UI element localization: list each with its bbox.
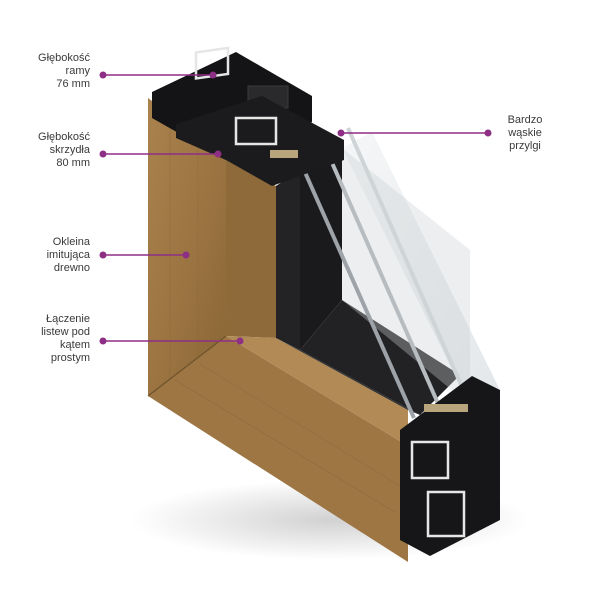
bottom-chamber-1 xyxy=(410,440,450,480)
wood-inner-reveal-horizontal xyxy=(226,336,408,446)
dot-sash-depth-start xyxy=(99,150,107,158)
dot-seals-start xyxy=(337,129,345,137)
dot-frame-depth-end xyxy=(209,71,217,79)
callout-leaders xyxy=(103,74,488,342)
wood-grain-2 xyxy=(199,363,401,487)
top-sash-profile xyxy=(176,96,344,186)
wood-vertical-front xyxy=(148,98,226,396)
sash-chamber xyxy=(234,116,278,146)
dark-inner-bottom xyxy=(300,300,460,415)
dot-sash-depth-end xyxy=(214,150,222,158)
dark-sash-horizontal xyxy=(276,338,420,415)
bottom-gasket xyxy=(424,404,468,412)
wood-inner-reveal-vertical xyxy=(226,156,276,338)
miter-joint-line xyxy=(147,335,227,397)
callout-dots xyxy=(99,71,492,345)
sash-gasket xyxy=(270,150,298,158)
dark-inner-panel xyxy=(300,148,342,350)
dot-seals-end xyxy=(484,129,492,137)
dot-veneer-end xyxy=(182,251,190,259)
glass-edge-1 xyxy=(294,151,416,419)
bottom-frame-profile xyxy=(400,376,500,556)
callout-veneer: Okleina imitująca drewno xyxy=(46,236,90,274)
wood-grain-1 xyxy=(174,379,396,513)
dot-frame-depth-start xyxy=(99,71,107,79)
bottom-chamber-2 xyxy=(426,490,466,538)
glass-pane-back xyxy=(342,148,470,405)
dot-joint-start xyxy=(99,337,107,345)
callout-seals: Bardzo wąskie przylgi xyxy=(507,114,543,152)
callout-frame-depth: Głębokość ramy 76 mm xyxy=(38,52,90,90)
wood-horizontal-front xyxy=(148,336,408,562)
dot-joint-end xyxy=(236,337,244,345)
dot-veneer-start xyxy=(99,251,107,259)
callout-joint: Łączenie listew pod kątem prostym xyxy=(41,313,90,364)
dark-sash-vertical xyxy=(276,170,300,350)
callout-sash-depth: Głębokość skrzydła 80 mm xyxy=(38,131,90,169)
glass-edge-3 xyxy=(346,127,468,397)
glass-edge-2 xyxy=(320,139,442,409)
